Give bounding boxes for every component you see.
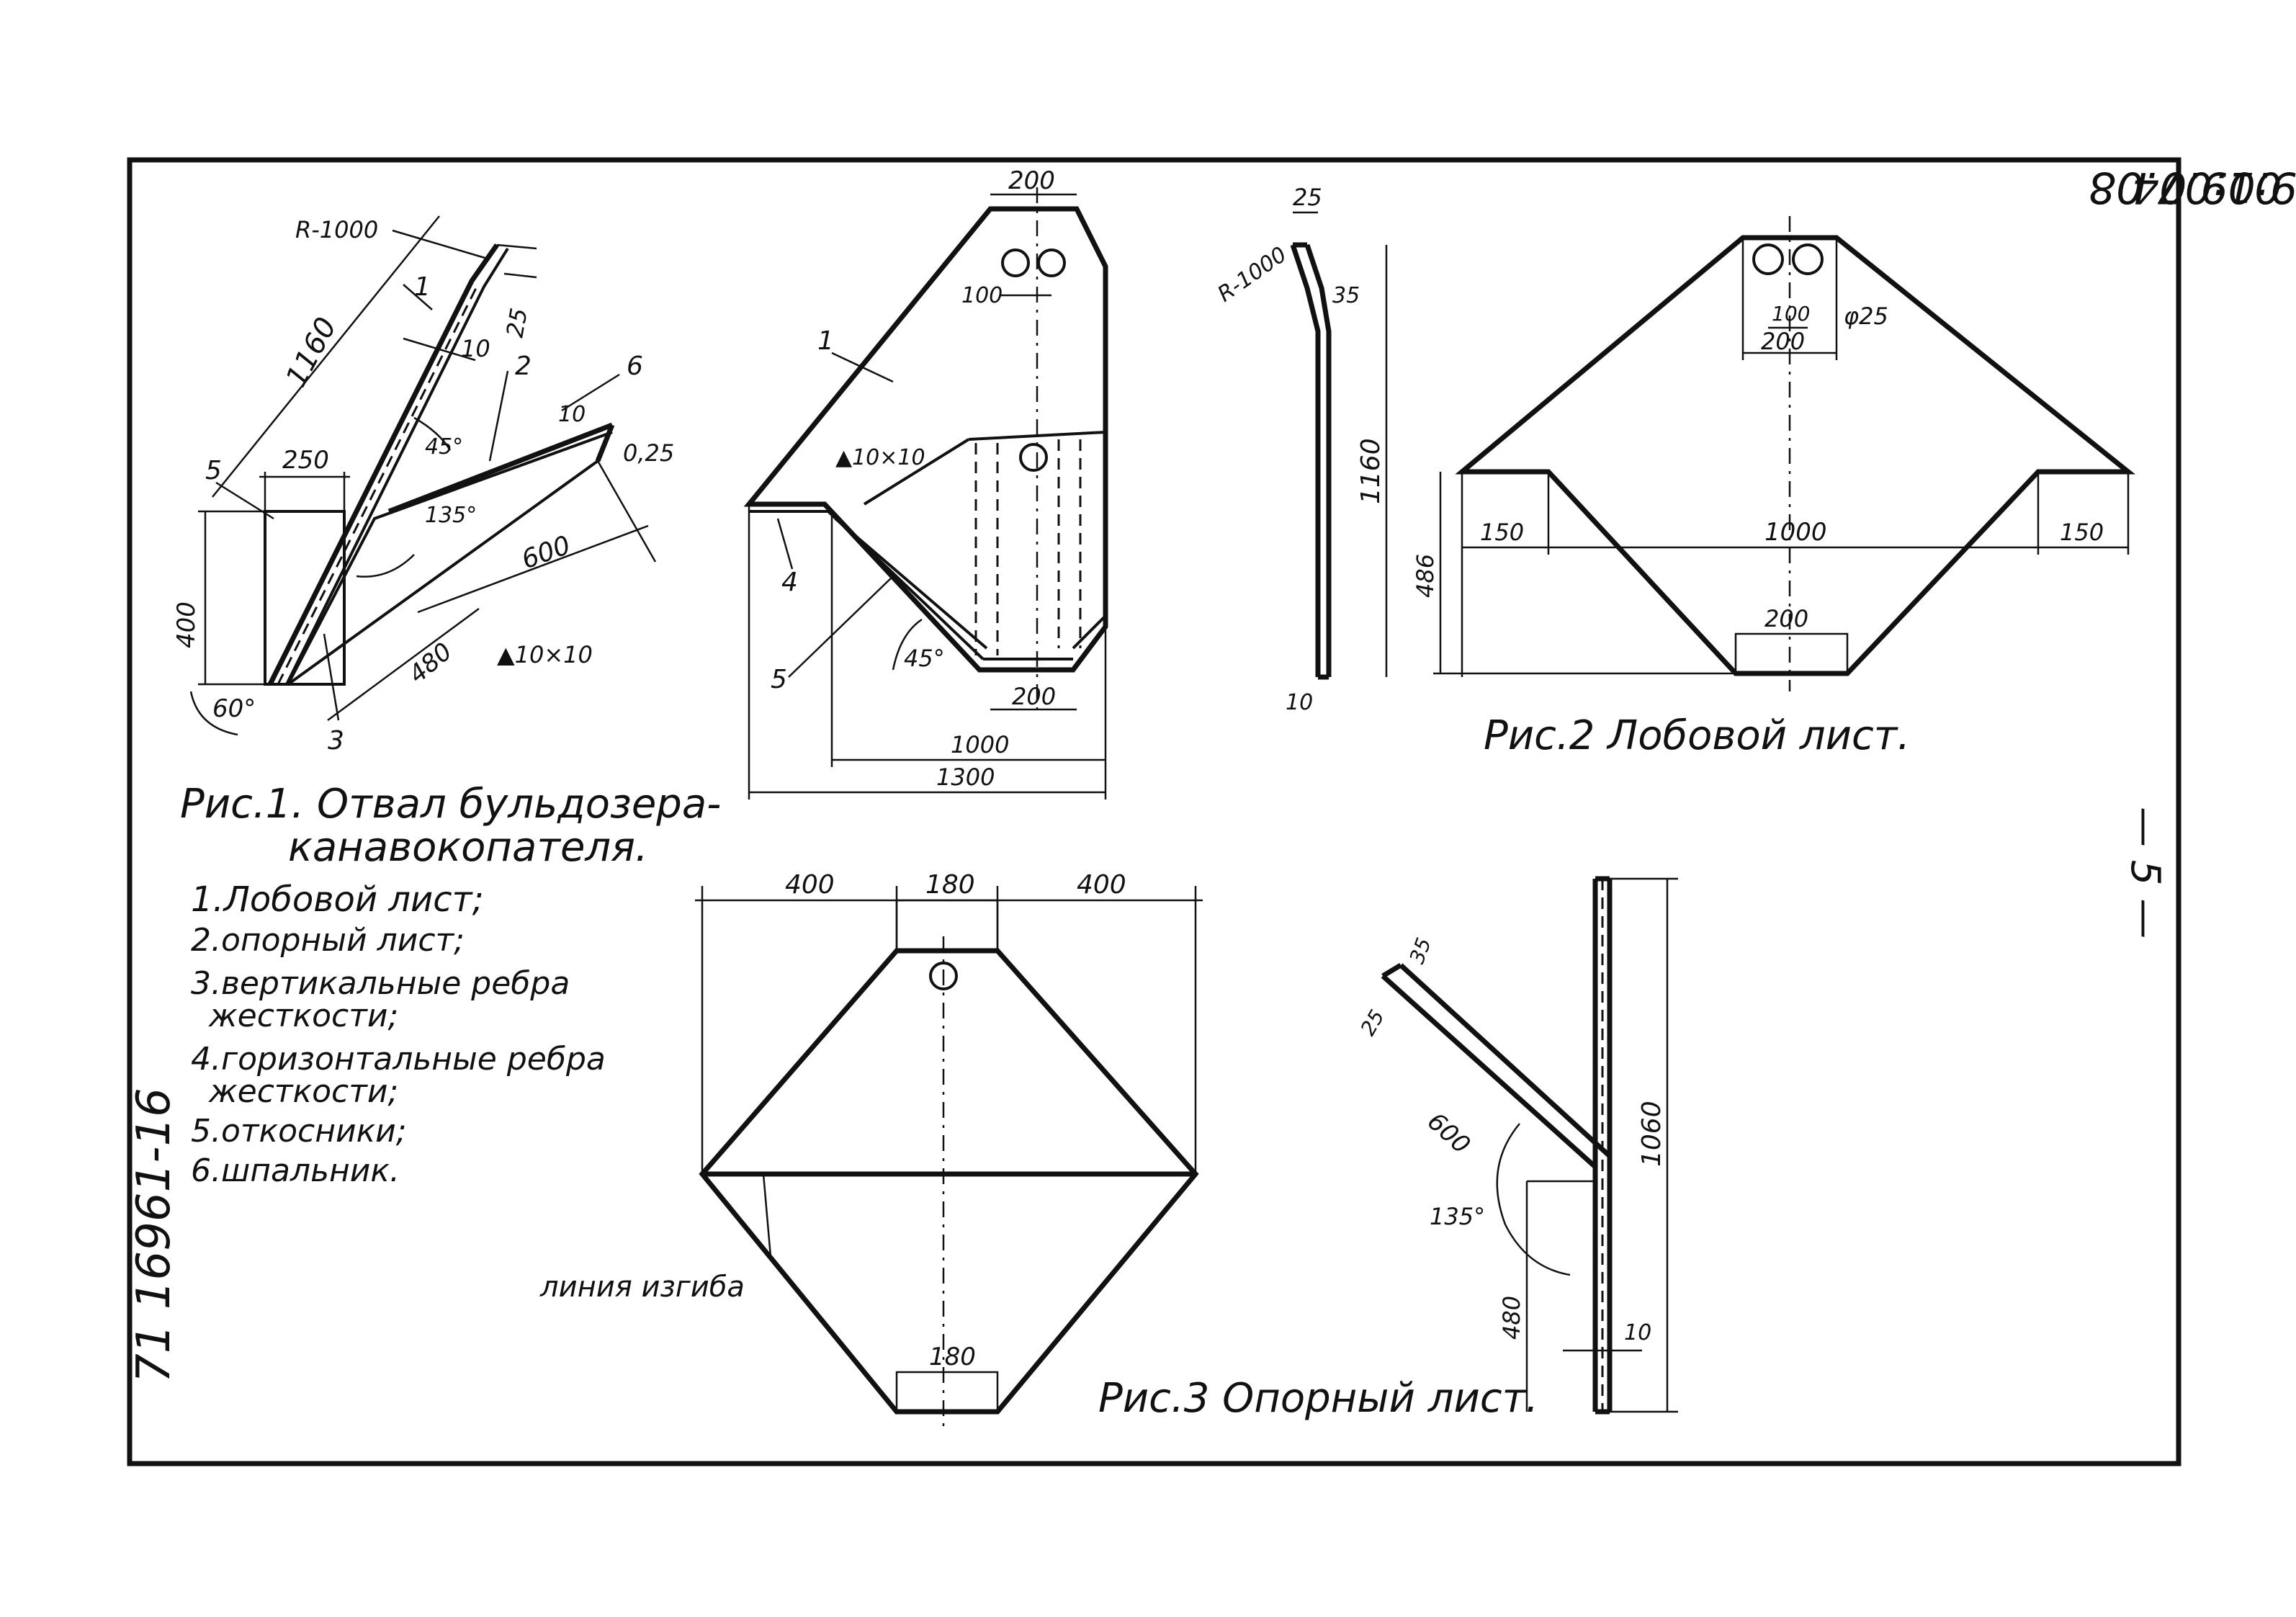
- legend-item: жесткости;: [208, 998, 398, 1034]
- svg-text:150: 150: [1480, 519, 1524, 546]
- legend-item: 6.шпальник.: [191, 1152, 400, 1189]
- svg-text:φ25: φ25: [1844, 303, 1888, 330]
- archive-stamp: 71 16961-16: [127, 1088, 181, 1383]
- svg-text:600: 600: [518, 530, 575, 575]
- fig1-blade-assembly: 250 400 1160 R-1000 25 10 45° 135° 60° 6…: [172, 215, 721, 871]
- fig1-front-elevation: 200 100 ▲10×10 45° 200 1000 1300 1 4 5: [743, 166, 1108, 799]
- legend-item: 3.вертикальные ребра: [191, 965, 570, 1002]
- fig1-callout-5: 5: [205, 456, 222, 485]
- svg-text:35: 35: [1405, 935, 1436, 967]
- fig1-support-sheet: [387, 422, 614, 514]
- svg-text:180: 180: [925, 870, 975, 900]
- legend-item: жесткости;: [208, 1073, 398, 1110]
- fig2-caption: Рис.2 Лобовой лист.: [1484, 712, 1910, 759]
- svg-text:1060: 1060: [1637, 1101, 1667, 1167]
- svg-text:35: 35: [1332, 283, 1360, 308]
- svg-text:45°: 45°: [425, 434, 463, 460]
- svg-text:4: 4: [781, 568, 798, 597]
- fig1-front-sheet: [267, 243, 499, 686]
- doc-codes: 109:09.04 01:07.08 — 5 —: [2089, 162, 2296, 939]
- svg-text:200: 200: [1012, 683, 1056, 710]
- fig2-front-sheet-pattern: 150 1000 150 200 100 φ25 200 486 Рис.2 Л…: [1412, 216, 2135, 759]
- legend-item: 1.Лобовой лист;: [191, 879, 484, 920]
- svg-text:200: 200: [1008, 166, 1055, 195]
- svg-text:250: 250: [282, 446, 329, 475]
- svg-text:400: 400: [785, 870, 835, 900]
- svg-text:25: 25: [1355, 1005, 1389, 1039]
- svg-text:1: 1: [817, 326, 834, 356]
- front-elevation-outline: [743, 206, 1108, 673]
- drawing-frame: [127, 157, 2181, 1466]
- svg-text:600: 600: [1422, 1107, 1476, 1160]
- legend-item: 2.опорный лист;: [191, 922, 465, 959]
- svg-text:▲10×10: ▲10×10: [835, 445, 925, 470]
- doc-code-2: 01:07.08: [2089, 162, 2282, 212]
- svg-text:10: 10: [1624, 1320, 1651, 1345]
- svg-text:45°: 45°: [904, 645, 945, 672]
- svg-text:180: 180: [929, 1343, 976, 1371]
- page-number: — 5 —: [2122, 807, 2169, 939]
- bolt-hole-icon: [1001, 248, 1030, 277]
- svg-text:480: 480: [403, 637, 457, 689]
- svg-text:60°: 60°: [212, 694, 256, 723]
- fig1-vertical-rib: [264, 510, 346, 686]
- fig1-callout-3: 3: [328, 726, 344, 756]
- svg-text:10: 10: [1286, 690, 1313, 715]
- bolt-hole-icon: [1037, 248, 1066, 277]
- fig1-caption-line2: канавокопателя.: [288, 824, 648, 871]
- legend-item: 5.откосники;: [191, 1113, 407, 1150]
- svg-text:400: 400: [1077, 870, 1126, 900]
- svg-text:150: 150: [2060, 519, 2104, 546]
- svg-text:1300: 1300: [936, 763, 995, 791]
- bolt-hole-icon: [1752, 243, 1784, 275]
- svg-text:25: 25: [501, 306, 532, 340]
- svg-text:1000: 1000: [951, 731, 1009, 758]
- fig1-front-sheet-inner: [285, 247, 509, 685]
- svg-text:▲10×10: ▲10×10: [497, 641, 593, 668]
- fig1-caption-line1: Рис.1. Отвал бульдозера-: [180, 781, 721, 828]
- fig1-callout-6: 6: [627, 351, 643, 381]
- fig1-callout-1: 1: [414, 272, 431, 302]
- legend: 1.Лобовой лист; 2.опорный лист; 3.вертик…: [191, 879, 606, 1189]
- svg-text:10: 10: [461, 335, 490, 362]
- svg-text:25: 25: [1293, 184, 1322, 211]
- svg-text:100: 100: [961, 283, 1003, 308]
- fig2-side-view: 25 R-1000 35 1160 10: [1214, 184, 1388, 715]
- fig1-callout-2: 2: [515, 351, 532, 381]
- doc-code-1: 109:09.04: [2132, 162, 2296, 212]
- fig3-side-view: 1060 35 25 600 135° 480 10 Рис.3 Опорный…: [1098, 876, 1678, 1422]
- legend-item: 4.горизонтальные ребра: [191, 1041, 606, 1078]
- svg-text:200: 200: [1764, 605, 1808, 632]
- svg-text:1160: 1160: [1356, 438, 1386, 504]
- svg-text:10: 10: [558, 402, 586, 427]
- svg-text:R-1000: R-1000: [1214, 242, 1292, 308]
- svg-text:5: 5: [771, 665, 787, 694]
- svg-text:486: 486: [1412, 554, 1439, 598]
- bolt-hole-icon: [1019, 443, 1048, 472]
- svg-text:1160: 1160: [279, 312, 343, 392]
- bolt-hole-icon: [929, 962, 958, 990]
- svg-text:135°: 135°: [425, 503, 477, 528]
- svg-text:0,25: 0,25: [623, 439, 674, 467]
- svg-text:R-1000: R-1000: [295, 216, 378, 243]
- svg-text:200: 200: [1761, 328, 1805, 355]
- fig3-caption: Рис.3 Опорный лист.: [1098, 1375, 1538, 1422]
- fig3-support-sheet-pattern: 400 180 400 180 линия изгиба: [539, 870, 1203, 1433]
- svg-text:100: 100: [1772, 302, 1810, 326]
- svg-text:1000: 1000: [1764, 518, 1827, 547]
- svg-text:400: 400: [172, 601, 201, 648]
- bend-line-label: линия изгиба: [539, 1271, 745, 1304]
- svg-text:480: 480: [1498, 1296, 1525, 1340]
- bolt-hole-icon: [1792, 243, 1824, 275]
- svg-text:135°: 135°: [1430, 1203, 1485, 1230]
